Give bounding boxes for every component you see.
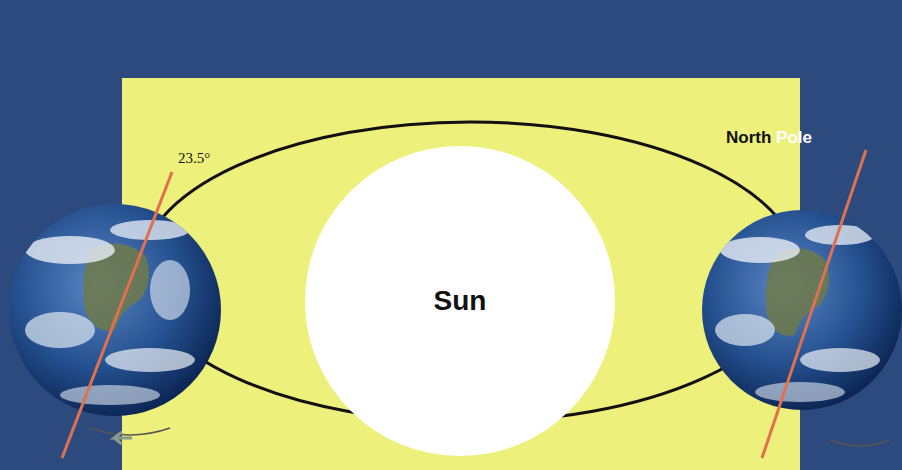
pole-label: North Pole <box>726 128 812 148</box>
earth-left <box>9 172 221 458</box>
angle-label: 23.5° <box>178 150 210 167</box>
sun-circle: Sun <box>305 146 615 456</box>
yellow-panel <box>122 78 800 470</box>
earth-right <box>702 150 902 458</box>
sun-label: Sun <box>434 285 487 317</box>
